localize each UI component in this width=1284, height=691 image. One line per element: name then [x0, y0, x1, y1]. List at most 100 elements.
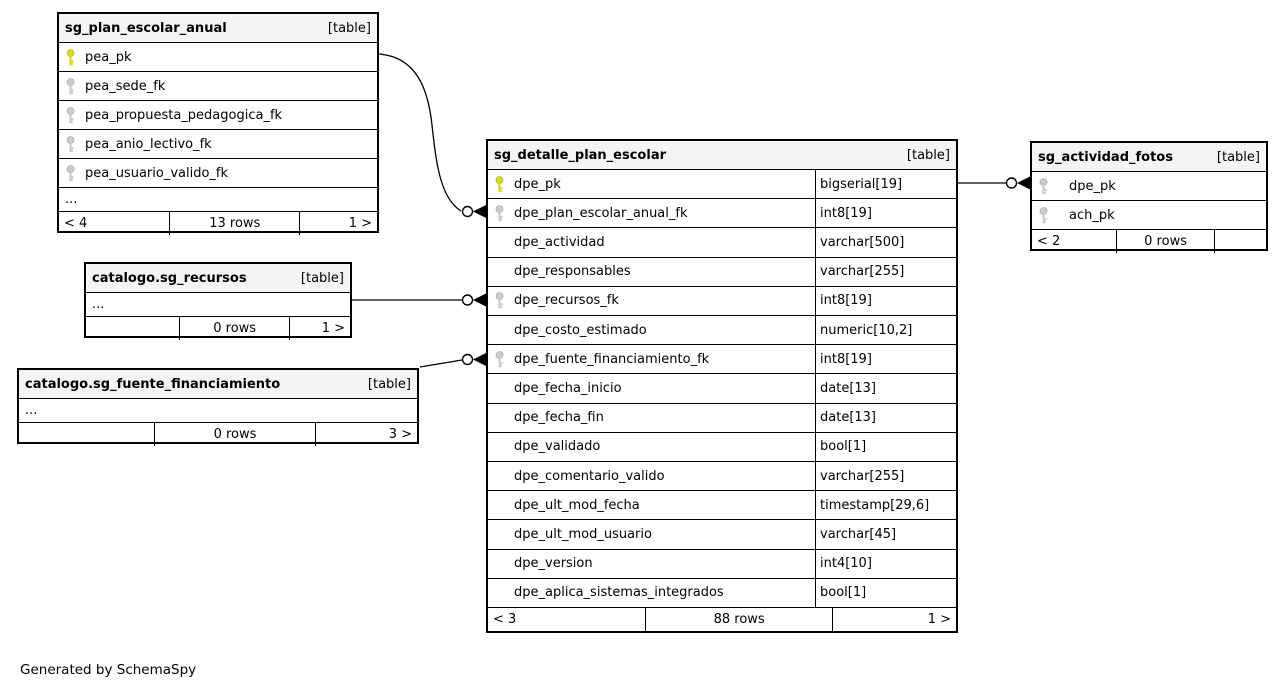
column-type: varchar[500] [815, 228, 956, 257]
table-footer: < 2 0 rows [1032, 229, 1266, 253]
table-row: dpe_plan_escolar_anual_fk int8[19] [488, 198, 956, 228]
foreign-key-icon [1038, 207, 1049, 224]
column-type: timestamp[29,6] [815, 491, 956, 520]
column-cell[interactable]: dpe_actividad [488, 228, 815, 256]
table-row: dpe_pk [1032, 171, 1266, 200]
primary-key-icon [65, 49, 76, 66]
table-sg-detalle-plan-escolar: sg_detalle_plan_escolar [table] dpe_pk b… [486, 139, 958, 633]
column-type: bool[1] [815, 578, 956, 608]
table-type-badge: [table] [327, 20, 371, 36]
table-header[interactable]: catalogo.sg_fuente_financiamiento [table… [19, 370, 417, 398]
column-cell[interactable]: pea_pk [59, 43, 377, 71]
related-tables-right-count: 1 > [831, 608, 956, 632]
table-footer: < 3 88 rows 1 > [488, 607, 956, 632]
column-cell[interactable]: dpe_fecha_fin [488, 404, 815, 432]
column-type: int4[10] [815, 549, 956, 578]
table-title[interactable]: sg_detalle_plan_escolar [494, 147, 667, 163]
row-count: 13 rows [169, 212, 299, 235]
ellipsis-label: ... [65, 192, 78, 207]
column-cell[interactable]: ach_pk [1032, 201, 1266, 229]
column-type: varchar[255] [815, 462, 956, 491]
table-row: dpe_responsables varchar[255] [488, 256, 956, 286]
related-tables-right-count: 1 > [289, 317, 350, 340]
column-name: dpe_responsables [514, 264, 631, 280]
column-cell[interactable]: dpe_fecha_inicio [488, 374, 815, 402]
column-cell[interactable]: pea_propuesta_pedagogica_fk [59, 101, 377, 129]
column-cell[interactable]: dpe_pk [1032, 172, 1266, 200]
column-cell[interactable]: dpe_ult_mod_usuario [488, 520, 815, 548]
hidden-columns-row: ... [19, 398, 417, 422]
table-row: dpe_recursos_fk int8[19] [488, 285, 956, 316]
related-tables-left-count: < 3 [493, 612, 517, 628]
column-cell[interactable]: dpe_aplica_sistemas_integrados [488, 579, 815, 607]
table-row: dpe_ult_mod_usuario varchar[45] [488, 519, 956, 549]
column-cell[interactable]: dpe_version [488, 550, 815, 578]
column-name: dpe_aplica_sistemas_integrados [514, 585, 724, 601]
column-name: dpe_ult_mod_fecha [514, 497, 640, 513]
column-name: dpe_validado [514, 439, 601, 455]
column-name: dpe_ult_mod_usuario [514, 527, 652, 543]
column-name: dpe_version [514, 556, 593, 572]
table-row: dpe_version int4[10] [488, 548, 956, 578]
column-name: pea_pk [85, 49, 132, 65]
column-cell[interactable]: dpe_pk [488, 170, 815, 198]
column-name: dpe_fuente_financiamiento_fk [514, 351, 710, 367]
table-type-badge: [table] [1216, 149, 1260, 165]
row-count: 0 rows [1115, 230, 1215, 253]
foreign-key-icon [494, 351, 505, 368]
table-row: dpe_aplica_sistemas_integrados bool[1] [488, 577, 956, 608]
column-cell[interactable]: dpe_plan_escolar_anual_fk [488, 199, 815, 227]
table-header[interactable]: sg_actividad_fotos [table] [1032, 143, 1266, 171]
table-title[interactable]: catalogo.sg_recursos [92, 270, 247, 286]
column-name: pea_usuario_valido_fk [85, 165, 229, 181]
foreign-key-icon [1038, 178, 1049, 195]
table-row: dpe_fecha_inicio date[13] [488, 373, 956, 403]
column-cell[interactable]: dpe_recursos_fk [488, 287, 815, 315]
table-row: dpe_fuente_financiamiento_fk int8[19] [488, 344, 956, 374]
table-row: pea_propuesta_pedagogica_fk [59, 100, 377, 129]
table-sg-actividad-fotos: sg_actividad_fotos [table] dpe_pk ach_pk… [1030, 141, 1268, 253]
primary-key-icon [494, 176, 505, 193]
column-cell[interactable]: pea_anio_lectivo_fk [59, 130, 377, 158]
related-tables-left-count: < 2 [1037, 234, 1061, 249]
table-header[interactable]: sg_plan_escolar_anual [table] [59, 14, 377, 42]
table-type-badge: [table] [367, 376, 411, 392]
ellipsis-label: ... [92, 297, 105, 312]
table-row: dpe_costo_estimado numeric[10,2] [488, 315, 956, 345]
table-title[interactable]: sg_plan_escolar_anual [65, 20, 227, 36]
table-type-badge: [table] [300, 270, 344, 286]
table-header[interactable]: sg_detalle_plan_escolar [table] [488, 141, 956, 169]
column-cell[interactable]: dpe_comentario_valido [488, 462, 815, 490]
table-row: ach_pk [1032, 200, 1266, 229]
table-catalogo-sg-fuente-financiamiento: catalogo.sg_fuente_financiamiento [table… [17, 368, 419, 446]
column-cell[interactable]: pea_usuario_valido_fk [59, 159, 377, 187]
column-cell[interactable]: dpe_costo_estimado [488, 316, 815, 344]
table-title[interactable]: catalogo.sg_fuente_financiamiento [25, 376, 281, 392]
row-count: 0 rows [154, 423, 314, 446]
column-cell[interactable]: dpe_validado [488, 433, 815, 461]
column-type: int8[19] [815, 199, 956, 228]
column-cell[interactable]: pea_sede_fk [59, 72, 377, 100]
column-cell[interactable]: dpe_responsables [488, 258, 815, 286]
column-name: pea_propuesta_pedagogica_fk [85, 107, 283, 123]
column-name: dpe_fecha_inicio [514, 381, 622, 397]
hidden-columns-row: ... [86, 292, 350, 316]
table-footer: 0 rows 1 > [86, 316, 350, 340]
column-type: varchar[255] [815, 257, 956, 286]
related-tables-right-count [1214, 230, 1266, 253]
column-type: int8[19] [815, 345, 956, 374]
row-count: 0 rows [179, 317, 289, 340]
column-name: dpe_plan_escolar_anual_fk [514, 205, 688, 221]
table-footer: < 4 13 rows 1 > [59, 211, 377, 235]
table-header[interactable]: catalogo.sg_recursos [table] [86, 264, 350, 292]
relationship-detalle-to-actividad-fotos [958, 176, 1030, 190]
column-name: dpe_pk [514, 176, 561, 192]
column-type: date[13] [815, 403, 956, 432]
table-type-badge: [table] [906, 147, 950, 163]
column-cell[interactable]: dpe_fuente_financiamiento_fk [488, 345, 815, 373]
table-title[interactable]: sg_actividad_fotos [1038, 149, 1173, 165]
column-cell[interactable]: dpe_ult_mod_fecha [488, 491, 815, 519]
column-type: date[13] [815, 374, 956, 403]
table-sg-plan-escolar-anual: sg_plan_escolar_anual [table] pea_pk pea… [57, 12, 379, 235]
related-tables-right-count: 1 > [299, 212, 377, 235]
